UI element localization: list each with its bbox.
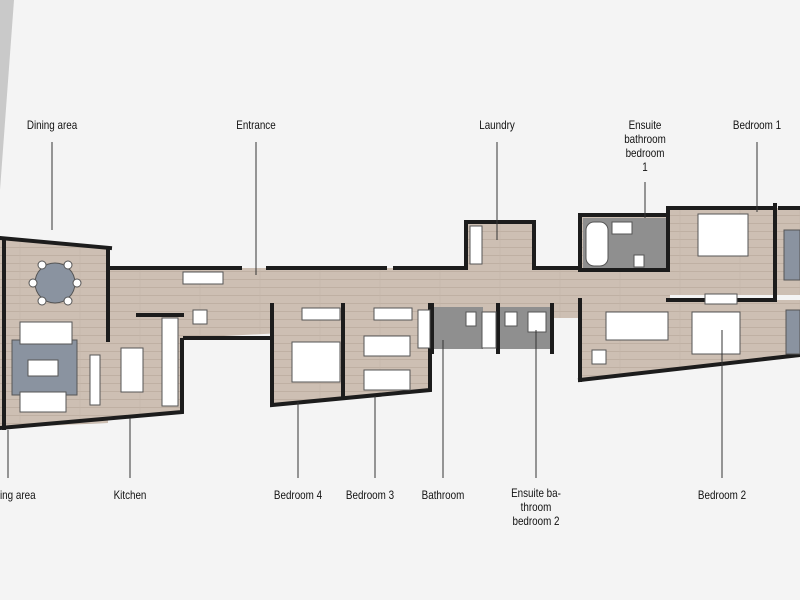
console xyxy=(182,271,224,285)
label-bedroom-4: Bedroom 4 xyxy=(273,488,323,502)
sofa xyxy=(19,391,67,413)
label-bedroom-3: Bedroom 3 xyxy=(345,488,395,502)
chair xyxy=(192,309,208,325)
sideboard xyxy=(89,354,101,406)
adjacent-area xyxy=(0,0,14,190)
sofa xyxy=(19,321,73,345)
wardrobe xyxy=(301,307,341,321)
label-kitchen: Kitchen xyxy=(113,488,147,502)
label-ensuite-bathroom-bedroom-1: Ensuite bathroom bedroom 1 xyxy=(624,118,666,174)
furniture xyxy=(11,213,800,413)
bed-bedroom-3 xyxy=(363,369,411,391)
wardrobe xyxy=(605,311,669,341)
kitchen-island xyxy=(120,347,144,393)
label-living-area: ing area xyxy=(0,488,36,502)
chair xyxy=(591,349,607,365)
label-bedroom-2: Bedroom 2 xyxy=(697,488,747,502)
coffee-table xyxy=(27,359,59,377)
bed-bedroom-3 xyxy=(363,335,411,357)
bed-bedroom-4 xyxy=(291,341,341,383)
bed-bedroom-1 xyxy=(697,213,749,257)
label-bathroom: Bathroom xyxy=(421,488,465,502)
bathtub xyxy=(585,221,609,267)
label-entrance: Entrance xyxy=(236,118,276,132)
label-bedroom-1: Bedroom 1 xyxy=(732,118,782,132)
label-dining-area: Dining area xyxy=(26,118,78,132)
laundry-counter xyxy=(469,225,483,265)
bed-bedroom-2 xyxy=(691,311,741,355)
kitchen-counter xyxy=(161,317,179,407)
wardrobe xyxy=(373,307,413,321)
label-ensuite-bathroom-bedroom-2: Ensuite ba- throom bedroom 2 xyxy=(511,486,561,528)
leader-lines xyxy=(7,142,758,478)
label-laundry: Laundry xyxy=(479,118,515,132)
